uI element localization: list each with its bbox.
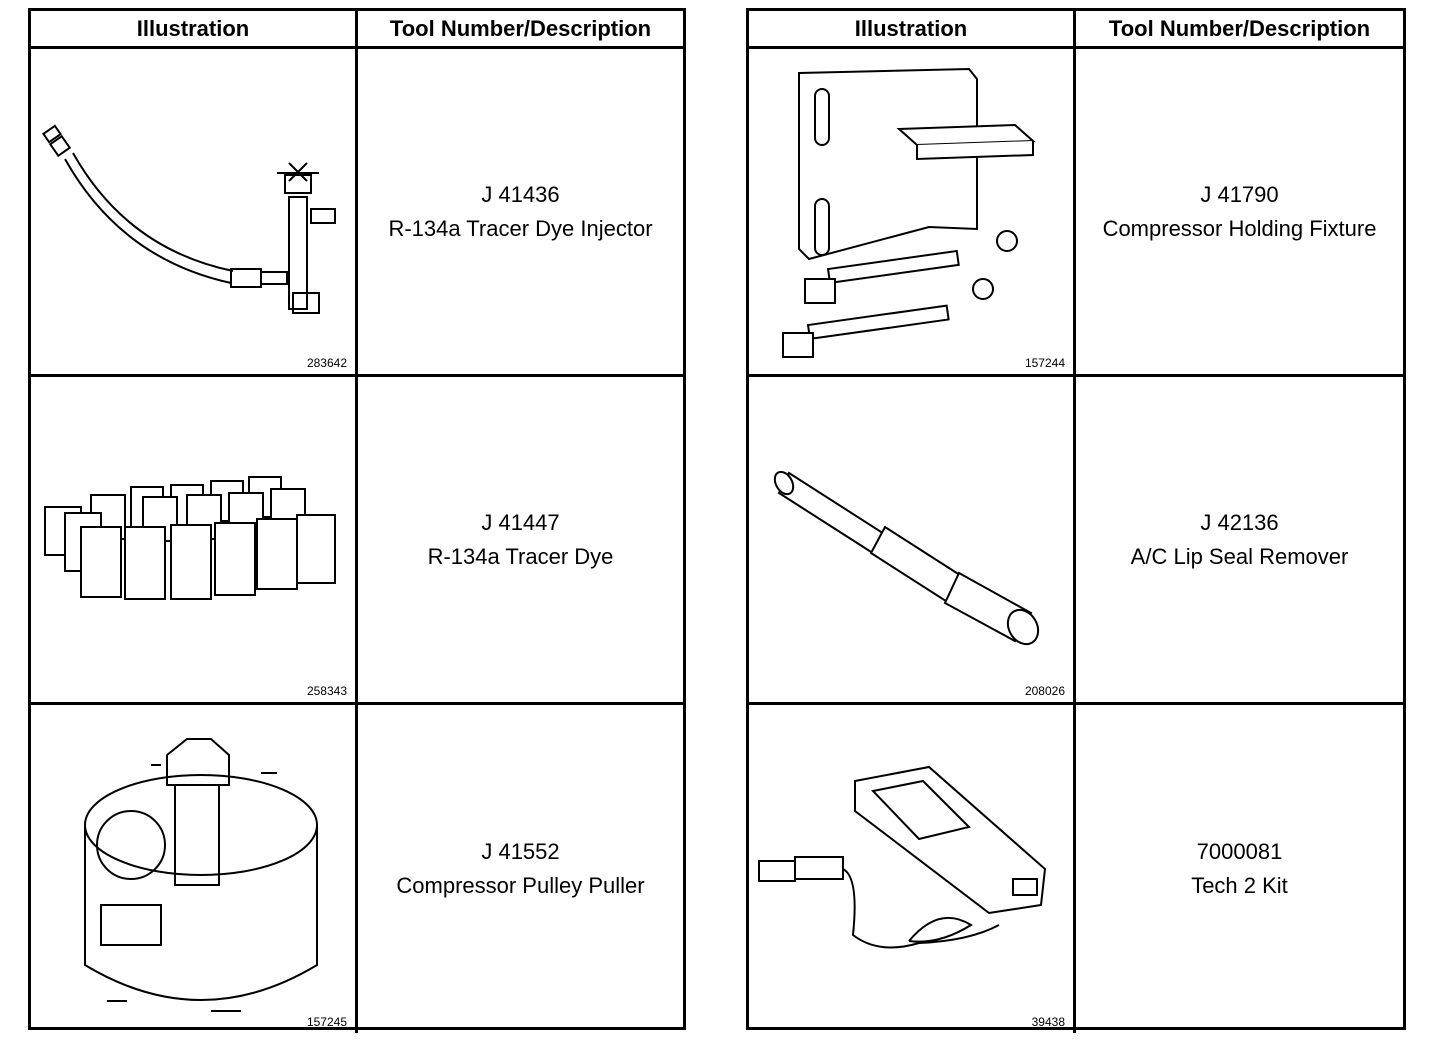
figure-number: 157244 xyxy=(1024,356,1065,370)
table-row: 283642 J 41436 R-134a Tracer Dye Injecto… xyxy=(31,49,683,377)
table-row: 258343 J 41447 R-134a Tracer Dye xyxy=(31,377,683,705)
illustration-cell: 157244 xyxy=(749,49,1076,374)
figure-number: 157245 xyxy=(306,1015,347,1029)
header-tool-description: Tool Number/Description xyxy=(1076,11,1403,49)
table-row: 208026 J 42136 A/C Lip Seal Remover xyxy=(749,377,1403,705)
header-tool-description: Tool Number/Description xyxy=(358,11,683,49)
tool-description: R-134a Tracer Dye Injector xyxy=(388,215,653,241)
tool-description: R-134a Tracer Dye xyxy=(427,543,614,569)
description-cell: J 42136 A/C Lip Seal Remover xyxy=(1076,377,1403,702)
description-cell: J 41790 Compressor Holding Fixture xyxy=(1076,49,1403,374)
description-cell: 7000081 Tech 2 Kit xyxy=(1076,705,1403,1033)
table-row: 39438 7000081 Tech 2 Kit xyxy=(749,705,1403,1033)
illustration-cell: 157245 xyxy=(31,705,358,1033)
header-illustration: Illustration xyxy=(31,11,358,49)
table-row: 157244 J 41790 Compressor Holding Fixtur… xyxy=(749,49,1403,377)
illustration-cell: 258343 xyxy=(31,377,358,702)
tool-number: J 42136 xyxy=(1200,509,1279,535)
pulley-puller-icon xyxy=(84,738,318,1012)
dye-bottles-icon xyxy=(44,476,336,600)
figure-number: 258343 xyxy=(306,684,347,698)
figure-number: 283642 xyxy=(306,356,347,370)
tool-description: Compressor Pulley Puller xyxy=(396,873,645,898)
tool-number: J 41436 xyxy=(481,181,560,207)
header-illustration: Illustration xyxy=(749,11,1076,49)
table-row: 157245 J 41552 Compressor Pulley Puller xyxy=(31,705,683,1033)
tool-number: 7000081 xyxy=(1196,839,1283,864)
figure-number: 208026 xyxy=(1024,684,1065,698)
dye-injector-hose-icon xyxy=(42,124,336,314)
holding-fixture-icon xyxy=(782,67,1036,358)
description-cell: J 41447 R-134a Tracer Dye xyxy=(358,377,683,702)
tool-description: A/C Lip Seal Remover xyxy=(1130,543,1349,569)
illustration-cell: 283642 xyxy=(31,49,358,374)
description-cell: J 41436 R-134a Tracer Dye Injector xyxy=(358,49,683,374)
tool-description: Tech 2 Kit xyxy=(1191,873,1288,898)
tool-table-left: Illustration Tool Number/Description xyxy=(28,8,686,1033)
tool-number: J 41790 xyxy=(1200,181,1279,207)
tool-table-right: Illustration Tool Number/Description 157… xyxy=(746,8,1406,1033)
tool-number: J 41447 xyxy=(481,509,560,535)
figure-number: 39438 xyxy=(1031,1015,1065,1029)
illustration-cell: 208026 xyxy=(749,377,1076,702)
seal-remover-icon xyxy=(773,470,1040,646)
tech2-scanner-icon xyxy=(758,765,1047,949)
tool-description: Compressor Holding Fixture xyxy=(1102,215,1377,241)
tool-number: J 41552 xyxy=(481,839,560,864)
illustration-cell: 39438 xyxy=(749,705,1076,1033)
description-cell: J 41552 Compressor Pulley Puller xyxy=(358,705,683,1033)
